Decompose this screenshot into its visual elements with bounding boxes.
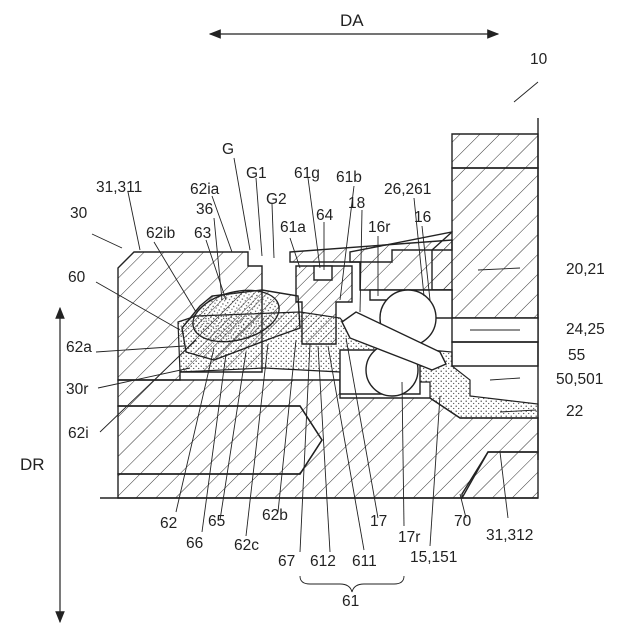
label-g1: G1 [246,165,267,182]
label-15-151: 15,151 [410,549,457,566]
label-31-311: 31,311 [96,179,142,196]
label-17r: 17r [398,529,420,546]
label-18: 18 [348,195,365,212]
label-50-501: 50,501 [556,371,603,388]
label-g2: G2 [266,191,287,208]
label-61: 61 [342,593,359,610]
label-612: 612 [310,553,336,570]
label-10: 10 [530,51,548,68]
label-36: 36 [196,201,213,218]
label-66: 66 [186,535,203,552]
label-26-261: 26,261 [384,181,431,198]
label-64: 64 [316,207,334,224]
label-61b: 61b [336,169,362,186]
label-da: DA [340,11,364,30]
label-22: 22 [566,403,583,420]
label-60: 60 [68,269,86,286]
label-62i: 62i [68,425,89,442]
label-62a: 62a [66,339,92,356]
label-24-25: 24,25 [566,321,605,338]
label-55: 55 [568,347,585,364]
label-63: 63 [194,225,211,242]
label-62b: 62b [262,507,288,524]
label-16: 16 [414,209,431,226]
label-61a: 61a [280,219,306,236]
label-65: 65 [208,513,225,530]
label-62: 62 [160,515,177,532]
label-31-312: 31,312 [486,527,533,544]
label-17: 17 [370,513,387,530]
label-61g: 61g [294,165,320,182]
label-611: 611 [352,553,377,570]
label-70: 70 [454,513,472,530]
label-30: 30 [70,205,88,222]
label-g: G [222,141,234,158]
label-62ib: 62ib [146,225,175,242]
label-dr: DR [20,455,45,474]
label-16r: 16r [368,219,390,236]
label-62ia: 62ia [190,181,220,198]
group-brace-61 [300,576,404,592]
label-62c: 62c [234,537,259,554]
label-67: 67 [278,553,295,570]
band-24-25 [452,318,538,366]
label-20-21: 20,21 [566,261,605,278]
label-30r: 30r [66,381,88,398]
